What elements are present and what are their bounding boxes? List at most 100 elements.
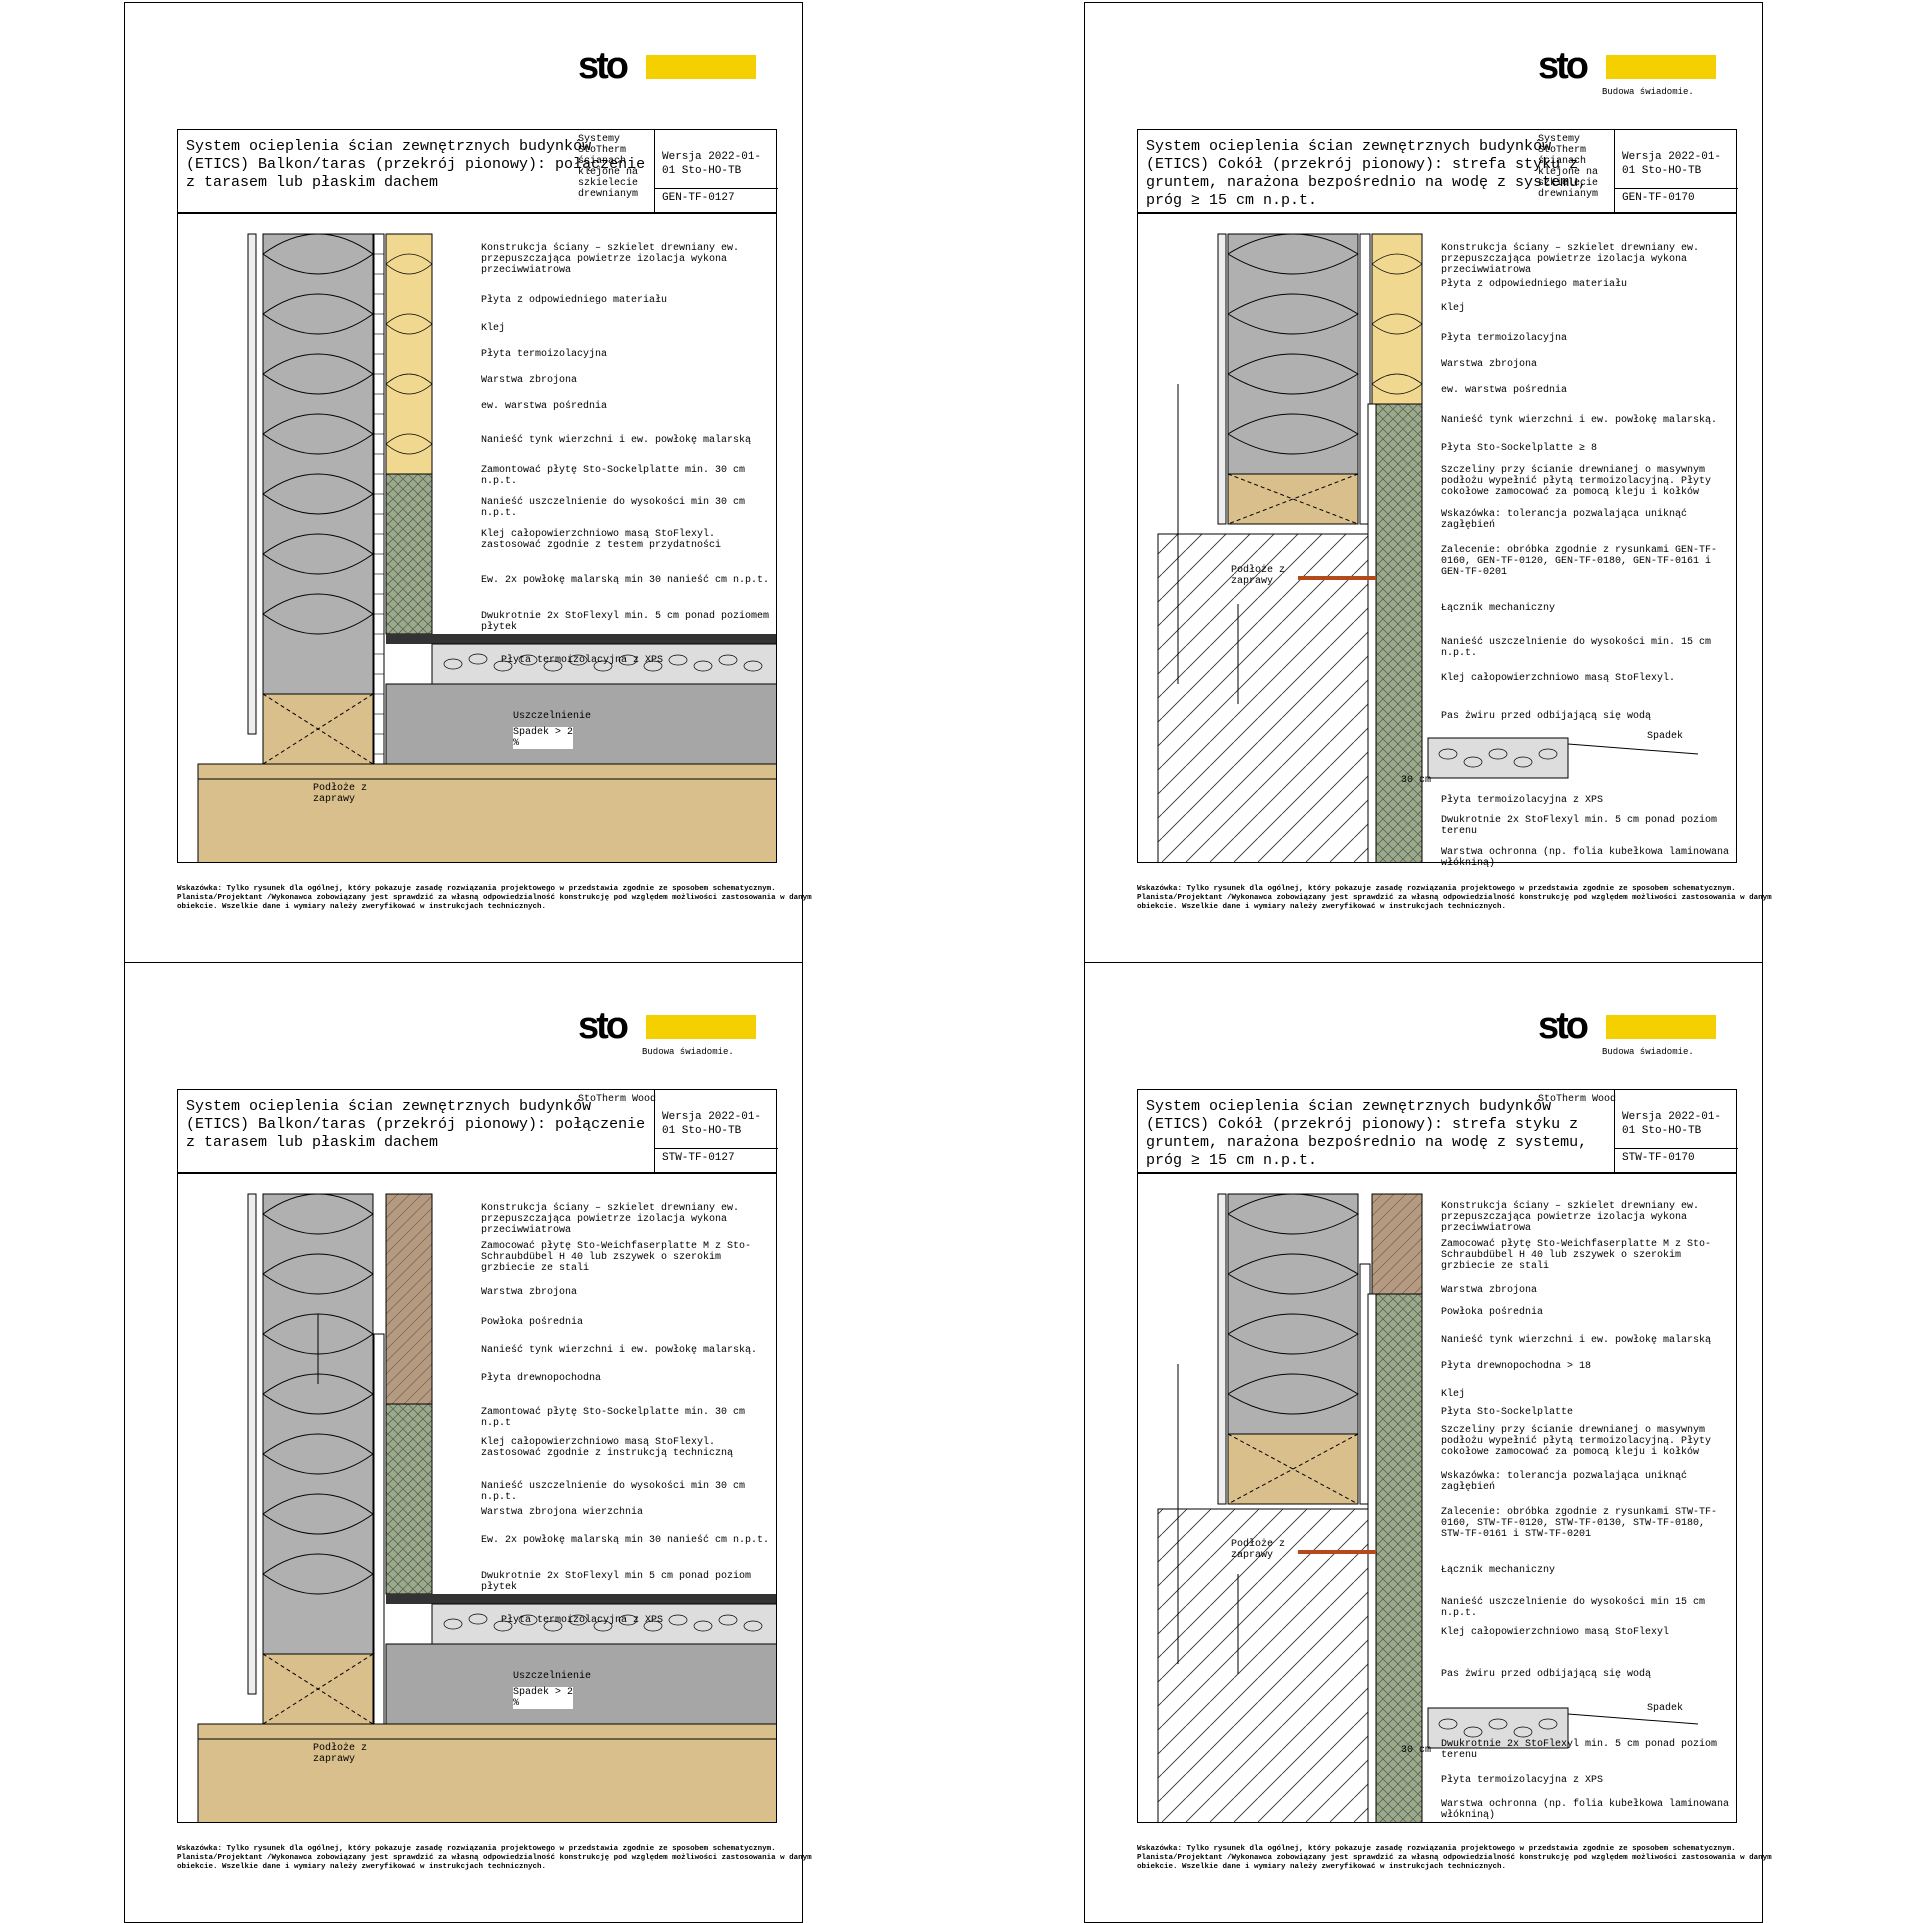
callout-label: Klej całopowierzchniowo masą StoFlexyl. … (481, 1437, 734, 1459)
callout-label: Ew. 2x powłokę malarską min 30 nanieść c… (481, 1535, 770, 1546)
drawing-sheet: sto System ocieplenia ścian zewnętrznych… (124, 2, 812, 963)
callout-label: Łącznik mechaniczny (1441, 603, 1556, 614)
callout-label: Konstrukcja ściany – szkielet drewniany … (1441, 1201, 1700, 1234)
callout-label: Płyta Sto-Sockelplatte ≥ 8 (1441, 443, 1598, 454)
callout-label: Warstwa zbrojona wierzchnia (481, 1507, 644, 1518)
sto-logo: sto Budowa świadomie. (1538, 45, 1718, 97)
sto-logo: sto (578, 47, 758, 87)
callout-label: Dwukrotnie 2x StoFlexyl min 5 cm ponad p… (481, 1571, 752, 1593)
callout-label: Warstwa zbrojona (481, 1287, 578, 1298)
callout-label: Płyta termoizolacyjna (481, 349, 608, 360)
callout-label: Klej całopowierzchniowo masą StoFlexyl. … (481, 529, 722, 551)
callout-label: Spadek (1647, 1703, 1684, 1714)
logo-tagline: Budowa świadomie. (1602, 87, 1694, 97)
callout-label: Spadek > 2 % (513, 727, 574, 749)
section-svg (1157, 1193, 1699, 1822)
title-block: System ocieplenia ścian zewnętrznych bud… (1137, 129, 1738, 214)
sheet-title: System ocieplenia ścian zewnętrznych bud… (186, 138, 646, 191)
section-svg (197, 233, 776, 862)
callout-label: Klej (1441, 303, 1466, 314)
section-svg (197, 1193, 776, 1822)
callout-label: Uszczelnienie (513, 711, 592, 722)
section-drawing (177, 213, 777, 863)
callout-label: Płyta termoizolacyjna z XPS (501, 655, 664, 666)
callout-label: Nanieść tynk wierzchni i ew. powłokę mal… (1441, 1335, 1712, 1346)
callout-label: ew. warstwa pośrednia (1441, 385, 1568, 396)
system-name: StoTherm Wood (578, 1094, 657, 1105)
callout-label: Płyta Sto-Sockelplatte (1441, 1407, 1574, 1418)
logo-accent-bar (646, 55, 756, 79)
sto-logo: sto Budowa świadomie. (578, 1007, 758, 1057)
disclaimer-note: Wskazówka: Tylko rysunek dla ogólnej, kt… (177, 885, 812, 911)
title-block: System ocieplenia ścian zewnętrznych bud… (177, 129, 778, 214)
callout-label: Ew. 2x powłokę malarską min 30 nanieść c… (481, 575, 770, 586)
callout-label: Nanieść uszczelnienie do wysokości min. … (1441, 637, 1712, 659)
callout-label: ew. warstwa pośrednia (481, 401, 608, 412)
sheet-title: System ocieplenia ścian zewnętrznych bud… (1146, 138, 1588, 209)
drawing-sheet: sto Budowa świadomie. System ocieplenia … (1084, 962, 1772, 1923)
callout-label: Pas żwiru przed odbijającą się wodą (1441, 711, 1652, 722)
system-name: StoTherm Wood (1538, 1094, 1617, 1105)
callout-label: Nanieść uszczelnienie do wysokości min 3… (481, 497, 746, 519)
system-name: Systemy StoTherm ścianach klejone na szk… (578, 134, 639, 200)
sheet-title: System ocieplenia ścian zewnętrznych bud… (186, 1098, 646, 1151)
logo-tagline: Budowa świadomie. (1602, 1047, 1694, 1057)
callout-label: Wskazówka: tolerancja pozwalająca unikną… (1441, 1471, 1688, 1493)
callout-label: Dwukrotnie 2x StoFlexyl min. 5 cm ponad … (481, 611, 770, 633)
callout-label: Płyta termoizolacyjna z XPS (1441, 1775, 1604, 1786)
system-name: Systemy StoTherm ścianach klejone na szk… (1538, 134, 1599, 200)
callout-label: Łącznik mechaniczny (1441, 1565, 1556, 1576)
title-block: System ocieplenia ścian zewnętrznych bud… (1137, 1089, 1738, 1174)
callout-label: Płyta z odpowiedniego materiału (1441, 279, 1628, 290)
version-info: Wersja 2022-01-01 Sto-HO-TB (1622, 151, 1722, 177)
callout-label: Płyta termoizolacyjna z XPS (1441, 795, 1604, 806)
drawing-code: GEN-TF-0127 (662, 192, 735, 204)
logo-wordmark: sto (1538, 45, 1589, 87)
section-drawing (177, 1173, 777, 1823)
callout-label: Podłoże z zaprawy (1231, 565, 1286, 587)
logo-tagline: Budowa świadomie. (642, 1047, 734, 1057)
callout-label: Płyta z odpowiedniego materiału (481, 295, 668, 306)
drawing-code: GEN-TF-0170 (1622, 192, 1695, 204)
callout-label: Warstwa zbrojona (481, 375, 578, 386)
callout-label: Spadek (1647, 731, 1684, 742)
sto-logo: sto Budowa świadomie. (1538, 1007, 1718, 1057)
drawing-sheet: sto Budowa świadomie. System ocieplenia … (1084, 2, 1772, 963)
callout-label: Klej (1441, 1389, 1466, 1400)
callout-label: Płyta drewnopochodna > 18 (1441, 1361, 1592, 1372)
callout-label: Zamontować płytę Sto-Sockelplatte min. 3… (481, 1407, 746, 1429)
callout-label: Zamontować płytę Sto-Sockelplatte min. 3… (481, 465, 746, 487)
callout-label: Nanieść tynk wierzchni i ew. powłokę mal… (481, 435, 752, 446)
callout-label: Warstwa ochronna (np. folia kubełkowa la… (1441, 1799, 1730, 1821)
disclaimer-note: Wskazówka: Tylko rysunek dla ogólnej, kt… (1137, 885, 1772, 911)
drawing-sheet: sto Budowa świadomie. System ocieplenia … (124, 962, 812, 1923)
callout-label: Zamocować płytę Sto-Weichfaserplatte M z… (1441, 1239, 1712, 1272)
callout-label: Wskazówka: tolerancja pozwalająca unikną… (1441, 509, 1688, 531)
callout-label: Nanieść uszczelnienie do wysokości min 1… (1441, 1597, 1706, 1619)
callout-label: Warstwa zbrojona (1441, 359, 1538, 370)
callout-label: Pas żwiru przed odbijającą się wodą (1441, 1669, 1652, 1680)
logo-wordmark: sto (578, 45, 629, 87)
callout-label: Zalecenie: obróbka zgodnie z rysunkami S… (1441, 1507, 1718, 1540)
callout-label: Powłoka pośrednia (1441, 1307, 1544, 1318)
callout-label: 30 cm (1401, 775, 1432, 786)
callout-label: Uszczelnienie (513, 1671, 592, 1682)
version-info: Wersja 2022-01-01 Sto-HO-TB (1622, 1111, 1722, 1137)
callout-label: Podłoże z zaprawy (313, 1743, 368, 1765)
version-info: Wersja 2022-01-01 Sto-HO-TB (662, 1111, 762, 1137)
callout-label: Warstwa zbrojona (1441, 1285, 1538, 1296)
callout-label: Zamocować płytę Sto-Weichfaserplatte M z… (481, 1241, 752, 1274)
callout-label: Płyta drewnopochodna (481, 1373, 602, 1384)
callout-label: Spadek > 2 % (513, 1687, 574, 1709)
version-info: Wersja 2022-01-01 Sto-HO-TB (662, 151, 762, 177)
logo-accent-bar (646, 1015, 756, 1039)
title-block: System ocieplenia ścian zewnętrznych bud… (177, 1089, 778, 1174)
disclaimer-note: Wskazówka: Tylko rysunek dla ogólnej, kt… (1137, 1845, 1772, 1871)
section-drawing (1137, 1173, 1737, 1823)
section-drawing (1137, 213, 1737, 863)
callout-label: Klej całopowierzchniowo masą StoFlexyl (1441, 1627, 1670, 1638)
logo-accent-bar (1606, 55, 1716, 79)
section-svg (1157, 233, 1699, 862)
callout-label: Nanieść tynk wierzchni i ew. powłokę mal… (481, 1345, 758, 1356)
callout-label: Podłoże z zaprawy (1231, 1539, 1286, 1561)
